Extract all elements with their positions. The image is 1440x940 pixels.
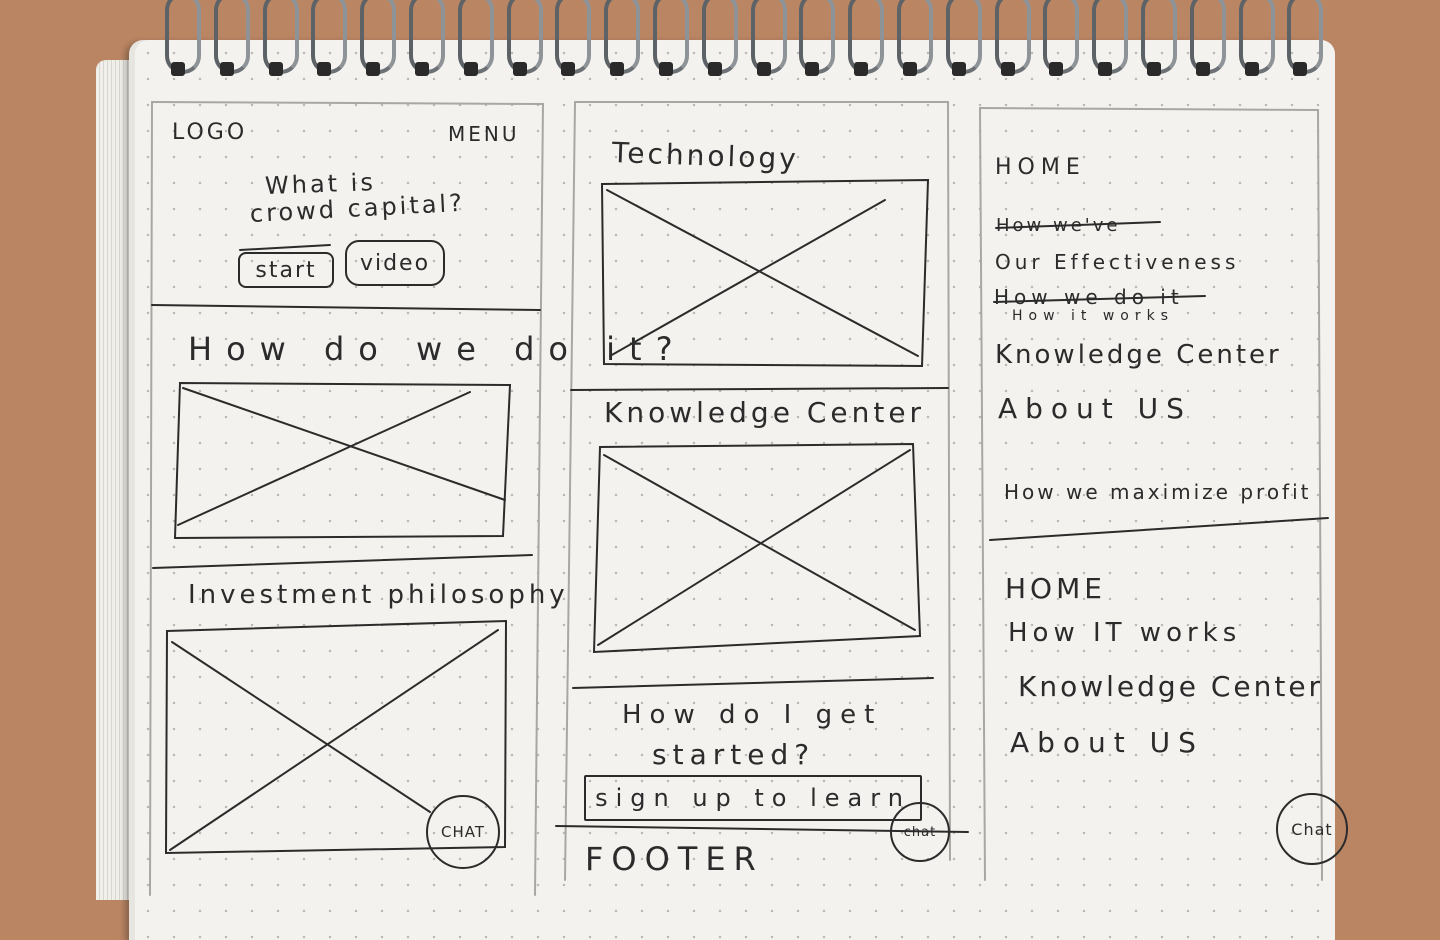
final-menu-how-it-works[interactable]: How IT works	[1008, 618, 1242, 648]
binding-hole	[512, 62, 527, 76]
chat-button-col3[interactable]: Chat	[1276, 793, 1348, 865]
final-menu-knowledge-center[interactable]: Knowledge Center	[1018, 670, 1324, 703]
binding-hole	[903, 62, 917, 76]
section-title-investment: Investment philosophy	[188, 580, 569, 610]
menu-item-knowledge-center[interactable]: Knowledge Center	[995, 340, 1282, 370]
binding-hole	[561, 62, 576, 76]
cta-line-1: How do I get	[622, 700, 883, 730]
menu-item-how-it-works-small[interactable]: How it works	[1012, 308, 1174, 324]
binding-hole	[268, 62, 283, 76]
footer-label: FOOTER	[585, 840, 764, 878]
binding-hole	[219, 62, 234, 76]
binding-hole	[1244, 62, 1259, 76]
binding-hole	[707, 62, 722, 76]
video-button[interactable]: video	[345, 240, 445, 286]
binding-hole	[805, 62, 820, 76]
menu-item-home[interactable]: HOME	[995, 155, 1086, 180]
menu-item-how-weve: How we've	[996, 215, 1121, 236]
binding-hole	[1293, 62, 1308, 76]
menu-item-our-effectiveness[interactable]: Our Effectiveness	[995, 250, 1240, 274]
spiral-binding	[0, 0, 1440, 90]
binding-hole	[1147, 62, 1161, 76]
menu-item-how-we-do-it: How we do it	[994, 285, 1184, 309]
binding-hole	[1000, 62, 1015, 76]
binding-hole	[415, 62, 429, 76]
binding-hole	[659, 62, 673, 76]
binding-hole	[1049, 62, 1064, 76]
binding-hole	[756, 62, 771, 76]
final-menu-about-us[interactable]: About US	[1010, 726, 1204, 759]
binding-hole	[854, 62, 869, 76]
menu-link[interactable]: MENU	[448, 122, 520, 146]
final-menu-home[interactable]: HOME	[1005, 572, 1106, 605]
logo-text[interactable]: LOGO	[172, 120, 248, 145]
binding-hole	[1098, 62, 1113, 76]
menu-item-about-us[interactable]: About US	[998, 392, 1192, 425]
binding-hole	[951, 62, 966, 76]
chat-button-col2[interactable]: chat	[890, 802, 950, 862]
binding-hole	[1195, 62, 1210, 76]
section-title-how-we-do-it: How do we do it?	[188, 330, 687, 368]
cta-line-2: started?	[652, 738, 816, 771]
binding-hole	[171, 62, 185, 76]
chat-button-col1[interactable]: CHAT	[426, 795, 500, 869]
signup-button[interactable]: sign up to learn	[584, 775, 922, 821]
section-title-knowledge-center: Knowledge Center	[604, 396, 926, 429]
binding-hole	[366, 62, 381, 76]
binding-hole	[463, 62, 478, 76]
menu-item-maximize-profit[interactable]: How we maximize profit	[1004, 480, 1312, 504]
start-button[interactable]: start	[238, 252, 334, 288]
binding-hole	[610, 62, 625, 76]
section-title-technology: Technology	[611, 136, 800, 176]
binding-hole	[317, 62, 332, 76]
notebook-page-edges	[96, 60, 136, 900]
